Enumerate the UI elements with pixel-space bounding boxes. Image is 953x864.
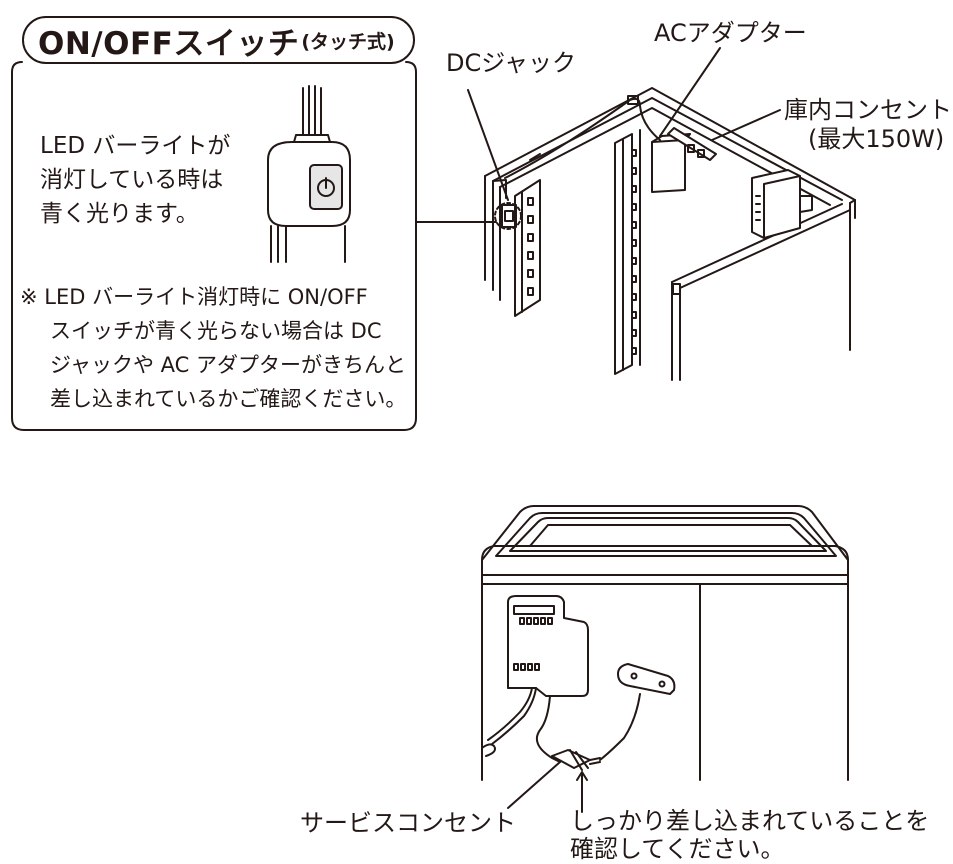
description-line: 青く光ります。 [40,201,199,227]
callout-note: ※ LED バーライト消灯時に ON/OFF スイッチが青く光らない場合は DC… [20,280,406,416]
callout-description: LED バーライトが 消灯している時は 青く光ります。 [40,129,230,231]
upper-cabinet [484,87,856,381]
internal-outlet-label: 庫内コンセント [784,96,952,124]
ac-adapter-leader [659,47,721,137]
note-line: ※ LED バーライト消灯時に ON/OFF [20,285,368,309]
note-line: 差し込まれているかご確認ください。 [50,387,407,411]
note-line: ジャックや AC アダプターがきちんと [50,353,406,377]
description-line: LED バーライトが [40,133,231,159]
note-line: スイッチが青く光らない場合は DC [50,319,382,343]
lower-cabinet [481,505,849,781]
callout-title-suffix: (タッチ式) [301,30,395,53]
ac-adapter-label: ACアダプター [654,19,807,47]
plug-check-label-line2: 確認してください。 [570,835,785,863]
callout-title: ON/OFFスイッチ (タッチ式) [22,16,415,64]
internal-outlet-leader [711,109,781,141]
service-outlet-label: サービスコンセント [300,809,516,837]
callout-box [11,61,417,431]
dc-jack-leader [467,89,509,201]
description-line: 消灯している時は [40,167,224,193]
callout-title-main: ON/OFFスイッチ [38,25,300,62]
dc-jack-label: DCジャック [446,49,577,77]
internal-outlet-max-label: (最大150W) [808,125,945,153]
left-rail-slots [527,197,534,296]
dc-jack-highlight [494,202,522,230]
switch-illustration [267,85,351,263]
relay-terminals [513,617,553,671]
plug-check-label-line1: しっかり差し込まれていることを [570,807,930,835]
power-icon [317,177,335,197]
service-outlet-leader [507,761,561,809]
center-rail-slots [631,149,637,355]
